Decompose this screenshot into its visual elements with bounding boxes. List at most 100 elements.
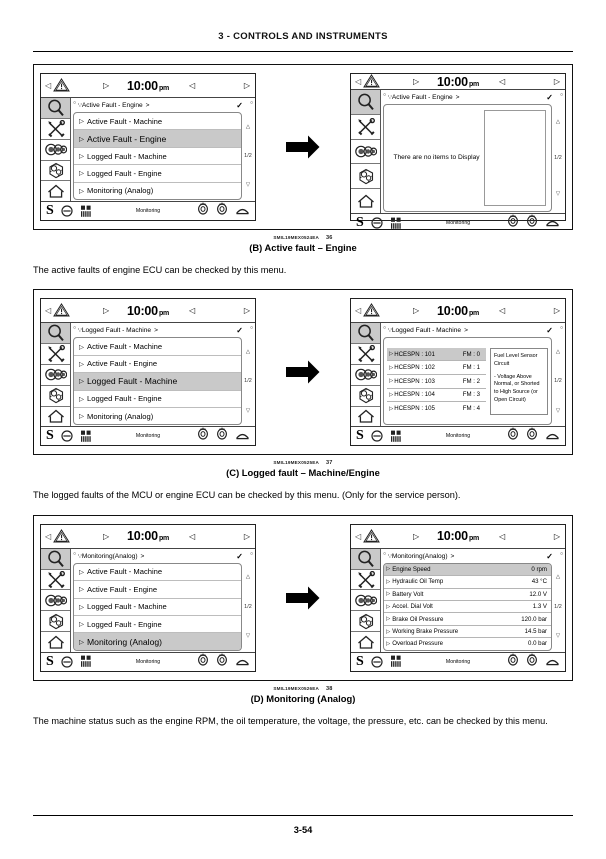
rail-parts-icon[interactable] [41, 386, 70, 407]
scroll-down-icon[interactable]: ▽ [245, 633, 251, 639]
scroll-up-icon[interactable]: △ [555, 574, 561, 581]
menu-item[interactable]: ▷Active Fault - Engine [74, 581, 241, 599]
rail-engine-icon[interactable] [41, 365, 70, 386]
rail-engine-icon[interactable] [351, 140, 380, 165]
check-icon[interactable]: ✓ [546, 326, 553, 336]
scroll-down-icon[interactable]: ▽ [555, 191, 561, 197]
scroll-up-icon[interactable]: △ [555, 349, 561, 355]
status-right-arrow[interactable]: ▷ [243, 306, 250, 316]
menu-item[interactable]: ▷Active Fault - Machine [74, 564, 241, 582]
status-right-arrow[interactable]: ▷ [553, 531, 560, 541]
menu-item[interactable]: ▷Monitoring (Analog) [74, 183, 241, 199]
rail-search-icon[interactable] [41, 323, 70, 345]
scroll-down-icon[interactable]: ▽ [555, 633, 561, 639]
rail-search-icon[interactable] [351, 323, 380, 345]
check-icon[interactable]: ✓ [236, 326, 243, 336]
lcd-screen-before[interactable]: ◁▷10:00pm◁▷○∵Active Fault - Engine>✓○▷Ac… [40, 73, 256, 221]
rail-search-icon[interactable] [351, 90, 380, 115]
check-icon[interactable]: ✓ [236, 551, 243, 561]
rail-search-icon[interactable] [41, 548, 70, 570]
rail-tools-icon[interactable] [351, 570, 380, 591]
status-left-arrow[interactable]: ◁ [355, 77, 362, 86]
rail-search-icon[interactable] [351, 548, 380, 570]
scroll-gutter[interactable]: △1/2▽ [242, 112, 254, 200]
rail-tools-icon[interactable] [41, 344, 70, 366]
rail-home-icon[interactable] [351, 632, 380, 652]
lcd-screen-before[interactable]: ◁▷10:00pm◁▷○∵Monitoring(Analog)>✓○▷Activ… [40, 523, 256, 672]
status-right-arrow[interactable]: ▷ [243, 81, 250, 90]
rail-engine-icon[interactable] [351, 590, 380, 612]
rail-engine-icon[interactable] [351, 365, 380, 386]
menu-item[interactable]: ▷Logged Fault - Machine [74, 373, 241, 391]
rail-search-icon[interactable] [41, 98, 70, 119]
rail-tools-icon[interactable] [351, 115, 380, 140]
rail-engine-icon[interactable] [41, 140, 70, 161]
rail-tools-icon[interactable] [351, 344, 380, 366]
time-prev-arrow[interactable]: ▷ [103, 531, 110, 541]
scroll-up-icon[interactable]: △ [245, 123, 251, 130]
scroll-up-icon[interactable]: △ [245, 574, 251, 581]
rail-parts-icon[interactable] [351, 386, 380, 407]
menu-item[interactable]: ▷Logged Fault - Machine [74, 148, 241, 166]
menu-list[interactable]: ▷Active Fault - Machine▷Active Fault - E… [73, 337, 242, 426]
menu-item[interactable]: ▷Monitoring (Analog) [74, 633, 241, 650]
status-left-arrow[interactable]: ◁ [45, 531, 52, 541]
scroll-gutter[interactable]: △1/2▽ [242, 337, 254, 425]
time-next-arrow[interactable]: ◁ [499, 77, 506, 86]
lcd-screen-after[interactable]: ◁▷10:00pm◁▷○∵Logged Fault - Machine>✓○▷H… [350, 298, 566, 447]
check-icon[interactable]: ✓ [546, 551, 553, 561]
rail-home-icon[interactable] [351, 407, 380, 427]
time-next-arrow[interactable]: ◁ [189, 531, 196, 541]
lcd-screen-after[interactable]: ◁▷10:00pm◁▷○∵Active Fault - Engine>✓○The… [350, 73, 566, 230]
scroll-down-icon[interactable]: ▽ [245, 407, 251, 414]
time-prev-arrow[interactable]: ▷ [103, 81, 110, 90]
time-next-arrow[interactable]: ◁ [189, 81, 196, 90]
rail-parts-icon[interactable] [41, 161, 70, 182]
rail-home-icon[interactable] [41, 407, 70, 427]
menu-item[interactable]: ▷Active Fault - Engine [74, 356, 241, 374]
menu-item[interactable]: ▷Logged Fault - Machine [74, 599, 241, 616]
rail-engine-icon[interactable] [41, 590, 70, 612]
rail-home-icon[interactable] [351, 189, 380, 213]
status-right-arrow[interactable]: ▷ [553, 77, 560, 86]
rail-parts-icon[interactable] [351, 611, 380, 632]
time-next-arrow[interactable]: ◁ [499, 531, 506, 541]
time-prev-arrow[interactable]: ▷ [413, 531, 420, 541]
lcd-screen-after[interactable]: ◁▷10:00pm◁▷○∵Monitoring(Analog)>✓○▷Engin… [350, 523, 566, 672]
menu-item[interactable]: ▷Monitoring (Analog) [74, 408, 241, 424]
time-next-arrow[interactable]: ◁ [499, 306, 506, 316]
menu-item[interactable]: ▷Active Fault - Machine [74, 113, 241, 131]
scroll-gutter[interactable]: △1/2▽ [242, 563, 254, 651]
scroll-down-icon[interactable]: ▽ [555, 407, 561, 414]
menu-item[interactable]: ▷Logged Fault - Engine [74, 616, 241, 634]
status-left-arrow[interactable]: ◁ [355, 531, 362, 541]
rail-parts-icon[interactable] [41, 611, 70, 632]
status-left-arrow[interactable]: ◁ [45, 81, 52, 90]
rail-home-icon[interactable] [41, 181, 70, 201]
scroll-gutter[interactable]: △1/2▽ [552, 104, 564, 212]
scroll-down-icon[interactable]: ▽ [245, 182, 251, 189]
status-right-arrow[interactable]: ▷ [553, 306, 560, 316]
rail-tools-icon[interactable] [41, 119, 70, 140]
rail-parts-icon[interactable] [351, 164, 380, 190]
menu-item[interactable]: ▷Logged Fault - Engine [74, 165, 241, 183]
menu-item[interactable]: ▷Active Fault - Engine [74, 130, 241, 148]
time-prev-arrow[interactable]: ▷ [413, 306, 420, 316]
scroll-up-icon[interactable]: △ [245, 349, 251, 355]
status-left-arrow[interactable]: ◁ [45, 306, 52, 316]
rail-tools-icon[interactable] [41, 570, 70, 591]
menu-list[interactable]: ▷Active Fault - Machine▷Active Fault - E… [73, 562, 242, 651]
